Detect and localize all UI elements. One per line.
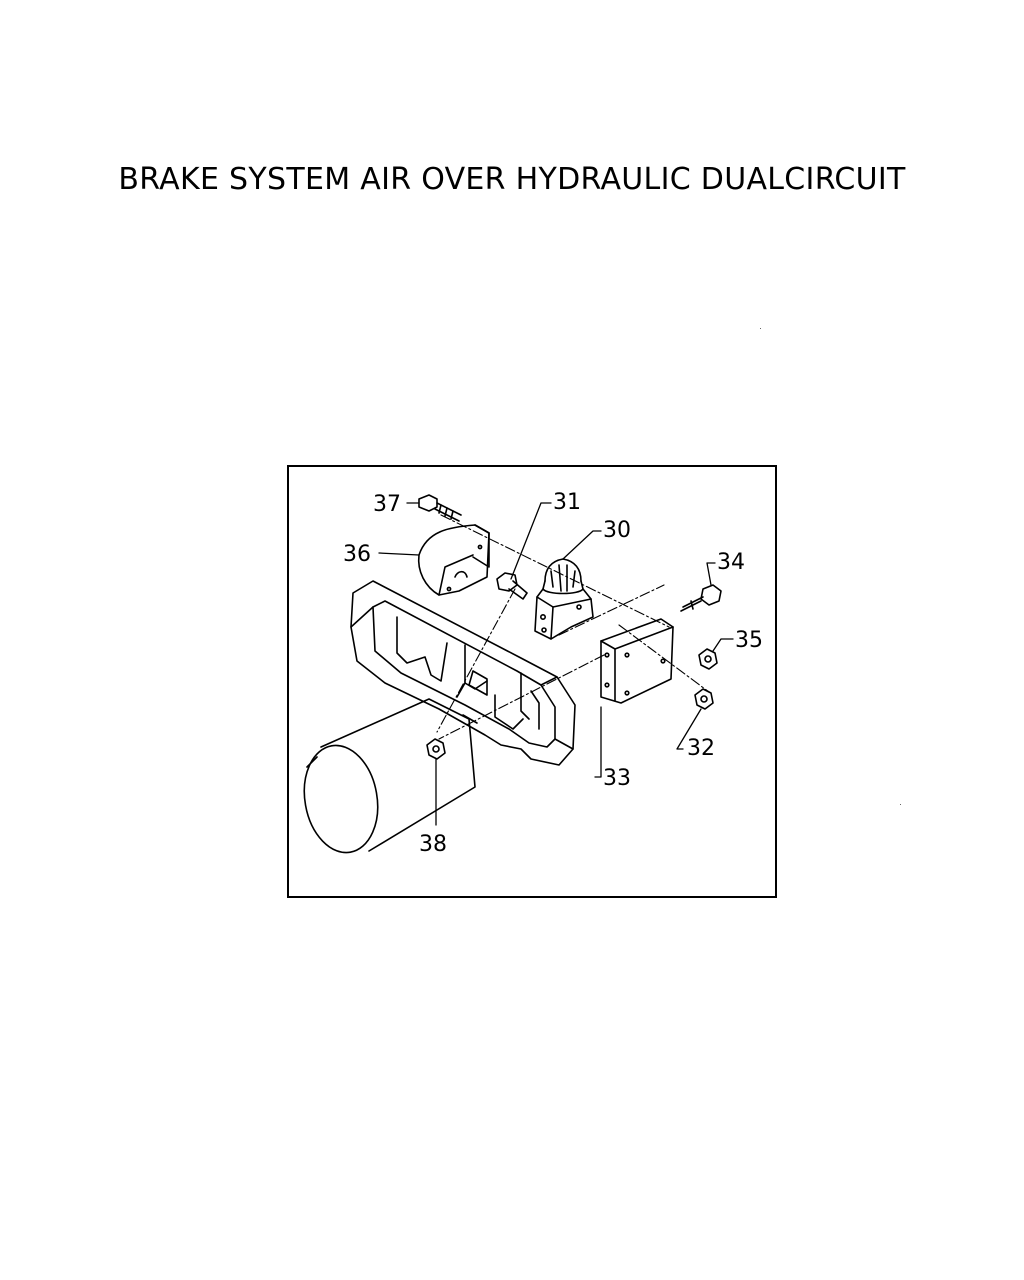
callout-30: 30 xyxy=(603,518,631,543)
callout-36: 36 xyxy=(343,542,371,567)
callout-37: 37 xyxy=(373,492,401,517)
stray-mark xyxy=(900,804,901,805)
callout-34: 34 xyxy=(717,550,745,575)
callout-33: 33 xyxy=(603,766,631,791)
callout-35: 35 xyxy=(735,628,763,653)
part-38-nut xyxy=(426,738,446,760)
part-33-plate xyxy=(600,618,674,704)
exploded-parts-diagram: 30 31 32 33 34 35 36 37 38 xyxy=(287,465,777,898)
part-37-bolt xyxy=(418,494,462,522)
callout-38: 38 xyxy=(419,832,447,857)
part-34-bolt xyxy=(680,584,722,612)
callout-31: 31 xyxy=(553,490,581,515)
part-36-clamp xyxy=(417,524,490,596)
callout-32: 32 xyxy=(687,736,715,761)
page-title: BRAKE SYSTEM AIR OVER HYDRAULIC DUALCIRC… xyxy=(118,162,906,197)
frame-crossmember xyxy=(350,580,576,766)
parts-illustration: 30 31 32 33 34 35 36 37 38 xyxy=(303,490,763,857)
reservoir-cylinder xyxy=(303,698,478,854)
callout-labels: 30 31 32 33 34 35 36 37 38 xyxy=(343,490,763,857)
part-31-bolt xyxy=(496,572,528,600)
part-30-valve xyxy=(534,558,594,640)
part-32-nut xyxy=(694,688,714,710)
part-35-nut xyxy=(698,648,718,670)
stray-mark xyxy=(760,328,761,329)
assembly-centerlines xyxy=(436,514,710,740)
callout-leaders xyxy=(378,502,734,826)
